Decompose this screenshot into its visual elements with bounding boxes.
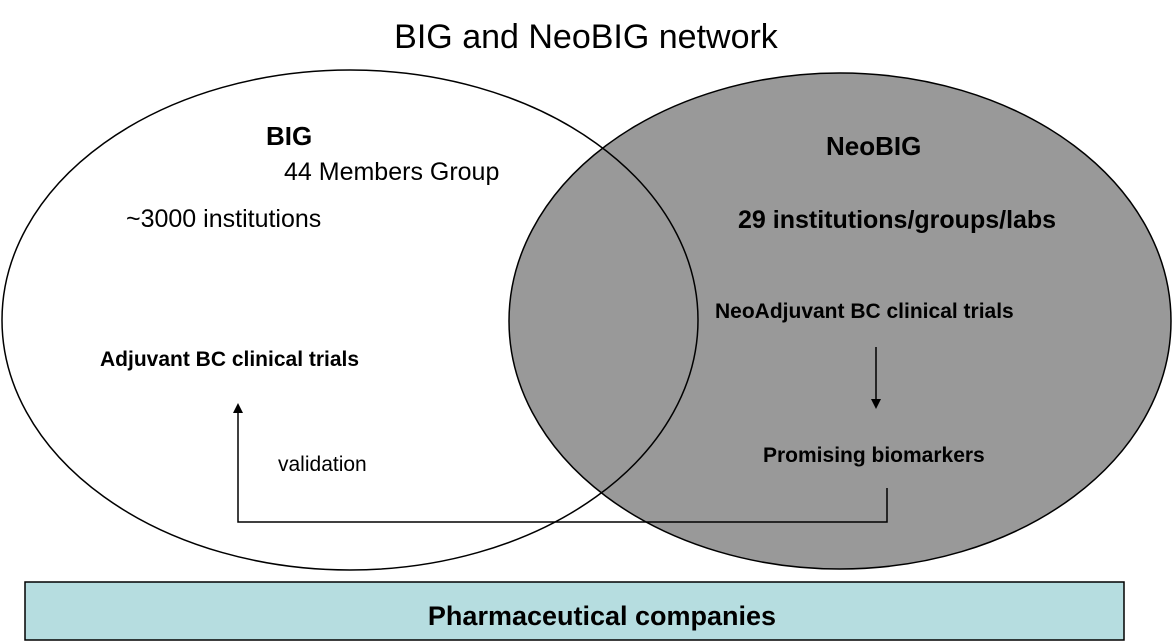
- neobig-trials: NeoAdjuvant BC clinical trials: [715, 300, 1014, 323]
- validation-arrow: [233, 403, 888, 523]
- pharma-band: [24, 581, 1125, 641]
- big-circle: [1, 69, 699, 571]
- neobig-label: NeoBIG: [826, 131, 921, 161]
- big-institutions: ~3000 institutions: [126, 205, 321, 233]
- neobig-institutions: 29 institutions/groups/labs: [738, 206, 1056, 234]
- neobig-circle: [508, 72, 1172, 570]
- diagram-title: BIG and NeoBIG network: [394, 18, 779, 56]
- big-label: BIG: [266, 121, 312, 151]
- big-trials: Adjuvant BC clinical trials: [100, 348, 359, 371]
- validation-label: validation: [278, 453, 367, 476]
- big-members: 44 Members Group: [284, 158, 499, 186]
- pharma-label: Pharmaceutical companies: [428, 601, 776, 631]
- promising-biomarkers: Promising biomarkers: [763, 444, 985, 467]
